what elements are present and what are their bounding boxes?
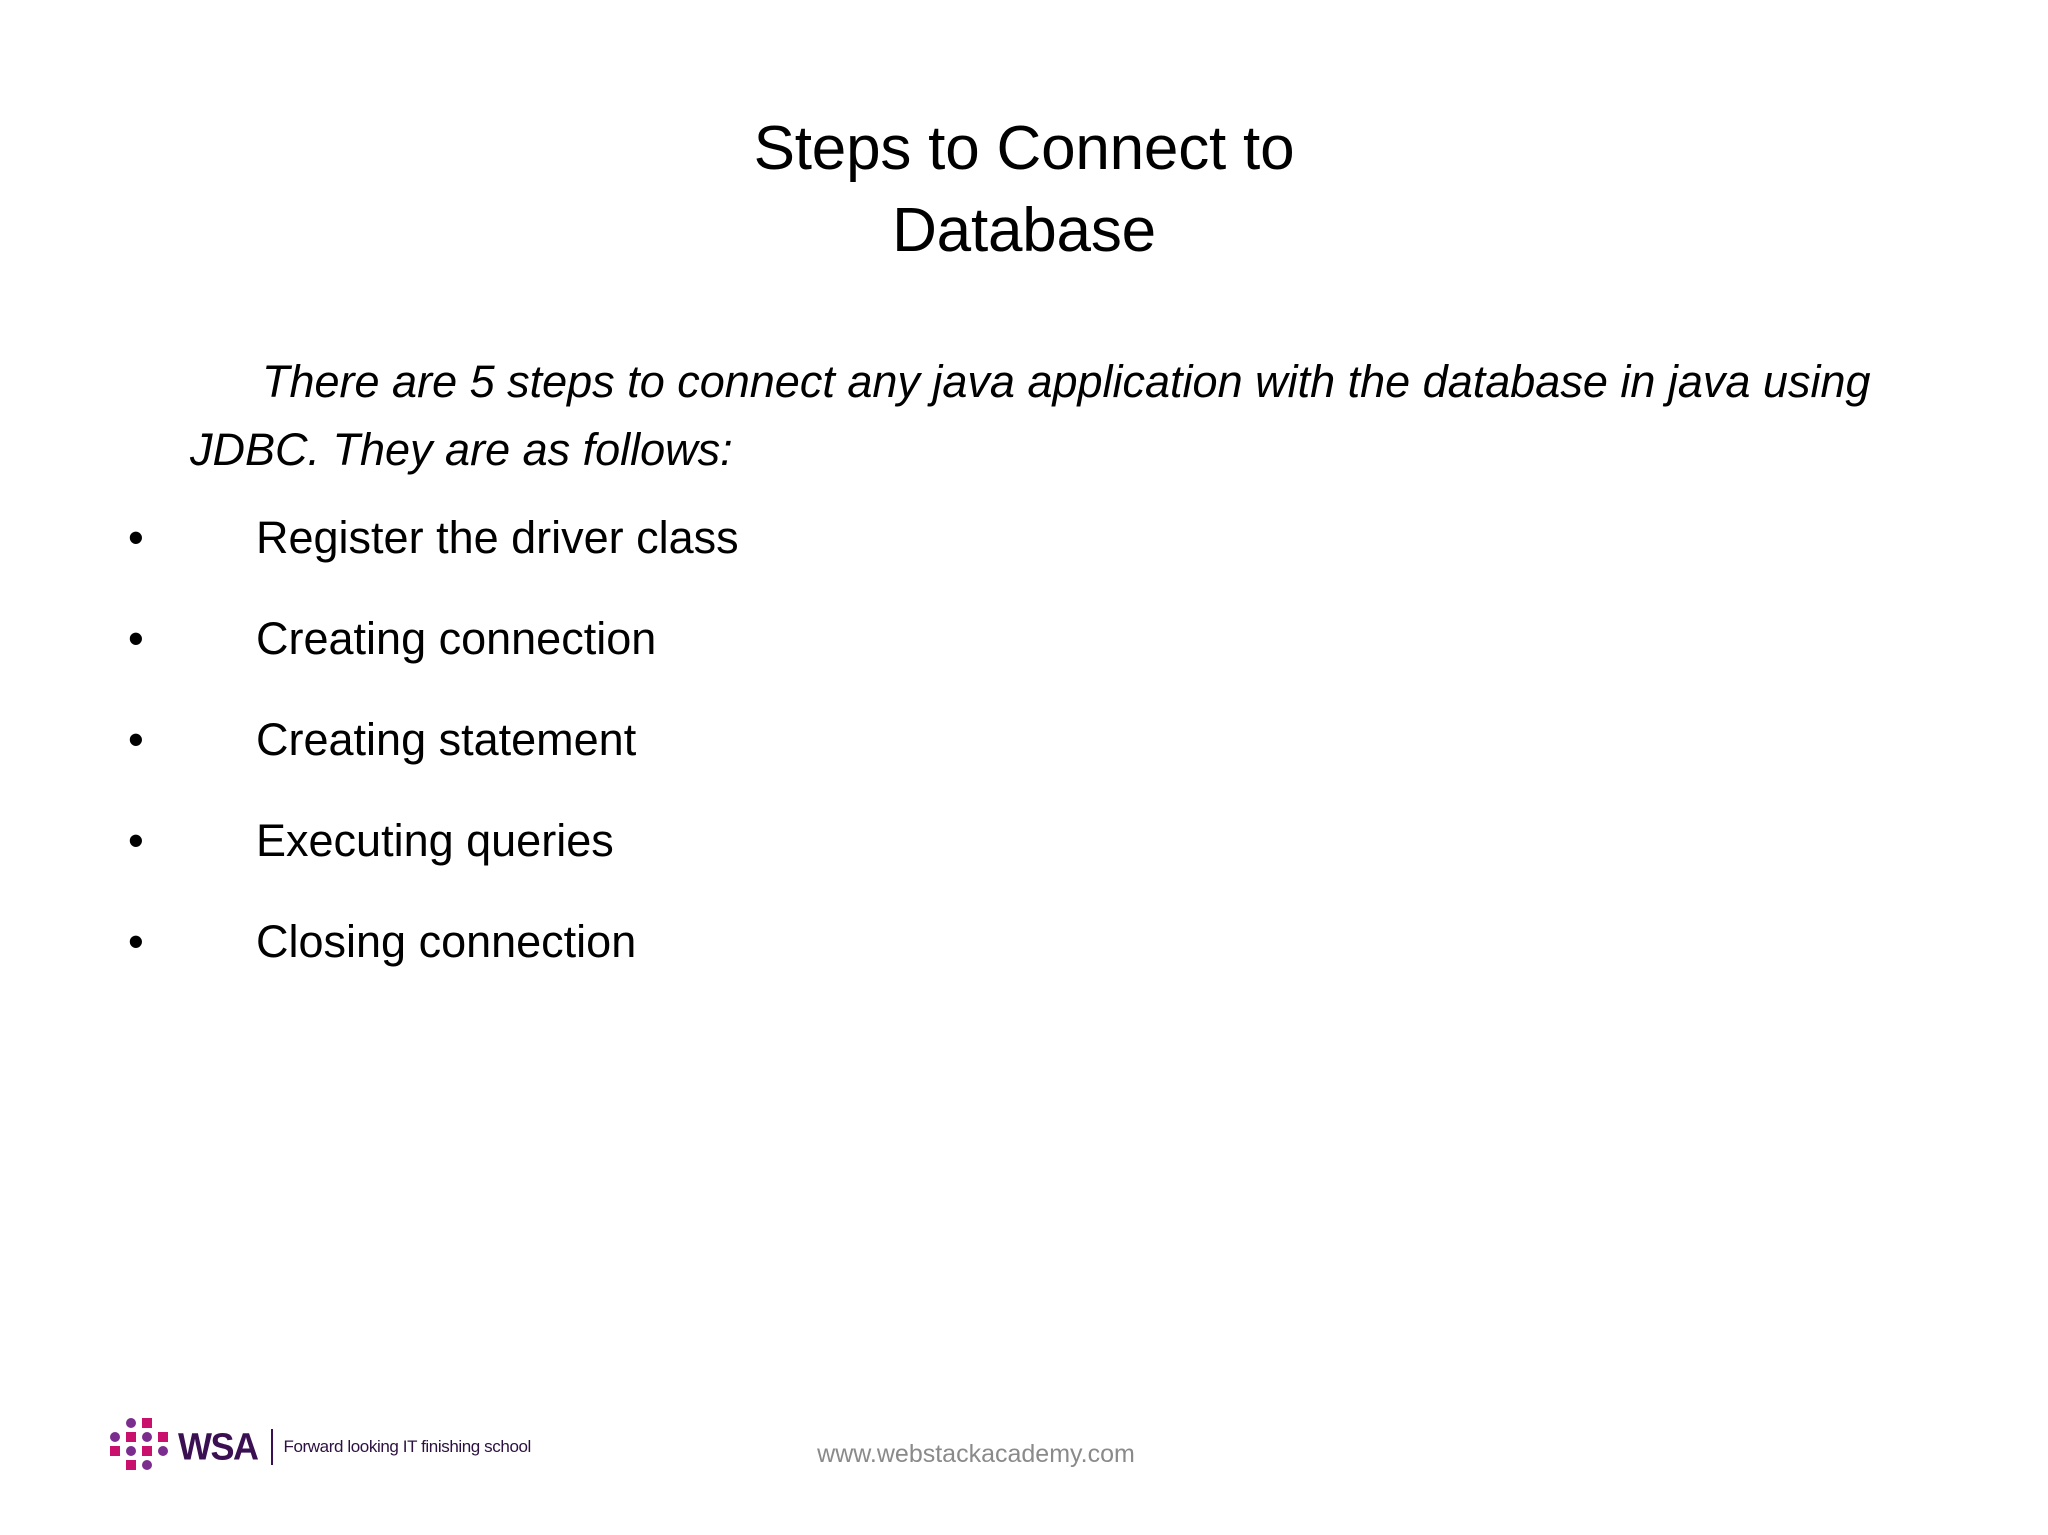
list-item-label: Closing connection bbox=[256, 916, 637, 967]
intro-paragraph: There are 5 steps to connect any java ap… bbox=[190, 356, 1871, 475]
list-item-label: Creating connection bbox=[256, 613, 657, 664]
slide-footer: WSA Forward looking IT finishing school … bbox=[0, 1385, 2048, 1535]
bullet-icon: • bbox=[128, 714, 144, 765]
list-item: • Closing connection bbox=[120, 912, 1940, 1013]
bullet-icon: • bbox=[128, 916, 144, 967]
slide-title: Steps to Connect to Database bbox=[0, 108, 2048, 272]
list-item-label: Creating statement bbox=[256, 714, 637, 765]
logo-tagline: Forward looking IT finishing school bbox=[283, 1437, 532, 1456]
list-item: • Executing queries bbox=[120, 811, 1940, 912]
bullet-icon: • bbox=[128, 613, 144, 664]
footer-website-url: www.webstackacademy.com bbox=[817, 1440, 1135, 1468]
bullet-icon: • bbox=[128, 815, 144, 866]
list-item: • Register the driver class bbox=[120, 508, 1940, 609]
slide-body: There are 5 steps to connect any java ap… bbox=[120, 348, 1940, 1013]
bullet-icon: • bbox=[128, 512, 144, 563]
wsa-dot-matrix-icon bbox=[110, 1418, 168, 1476]
logo-divider bbox=[270, 1429, 273, 1465]
list-item-label: Executing queries bbox=[256, 815, 614, 866]
title-line-2: Database bbox=[892, 196, 1156, 265]
steps-list: • Register the driver class • Creating c… bbox=[120, 508, 1940, 1013]
list-item-label: Register the driver class bbox=[256, 512, 739, 563]
wsa-logo: WSA Forward looking IT finishing school bbox=[110, 1417, 531, 1477]
list-item: • Creating statement bbox=[120, 710, 1940, 811]
title-line-1: Steps to Connect to bbox=[753, 114, 1295, 183]
list-item: • Creating connection bbox=[120, 609, 1940, 710]
wsa-wordmark: WSA bbox=[178, 1424, 259, 1468]
